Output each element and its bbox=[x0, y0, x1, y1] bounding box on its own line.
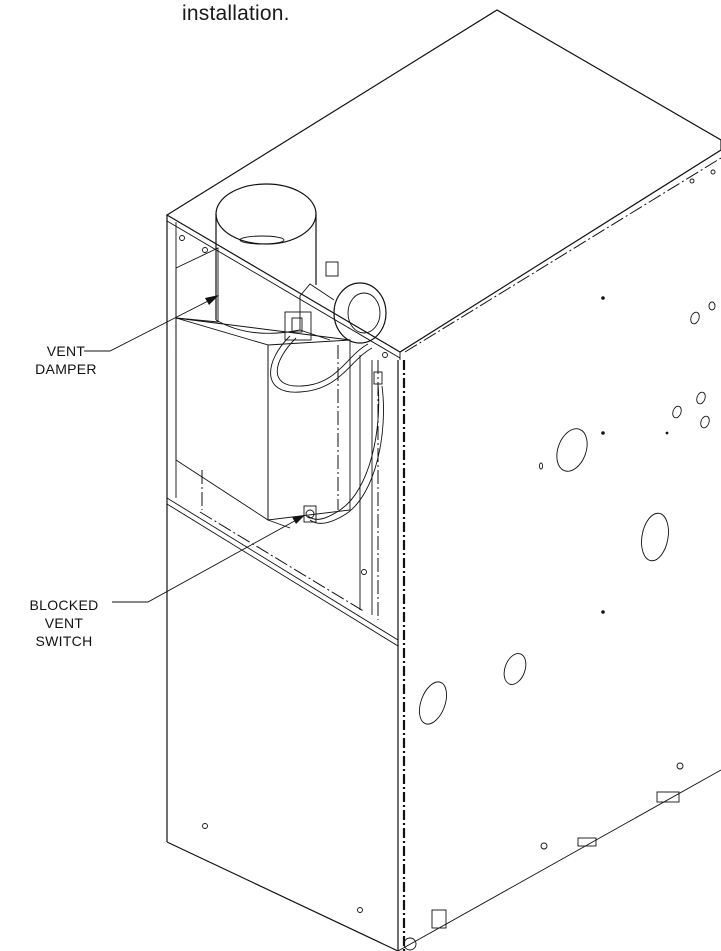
caption-text: installation. bbox=[182, 2, 290, 25]
vent-damper-label: VENT DAMPER bbox=[16, 342, 116, 378]
wire-harness bbox=[307, 371, 384, 524]
damper-motor bbox=[270, 261, 387, 393]
blocked-vent-switch-leader bbox=[112, 515, 305, 603]
blocked-vent-switch-label-line-1: BLOCKED bbox=[29, 597, 99, 613]
blocked-vent-switch-label-line-2: VENT bbox=[44, 615, 84, 631]
cabinet-top bbox=[165, 9, 721, 360]
cabinet-side-face bbox=[397, 169, 721, 951]
flue-collector-box bbox=[175, 317, 351, 529]
vent-damper bbox=[215, 183, 317, 334]
blocked-vent-switch-label-line-3: SWITCH bbox=[35, 633, 93, 649]
vent-damper-label-line-1: VENT bbox=[46, 343, 86, 359]
vent-damper-label-line-2: DAMPER bbox=[35, 361, 97, 377]
blocked-vent-switch-label: BLOCKED VENT SWITCH bbox=[14, 596, 114, 650]
blocked-vent-switch bbox=[303, 505, 317, 523]
vent-damper-leader bbox=[84, 295, 219, 352]
